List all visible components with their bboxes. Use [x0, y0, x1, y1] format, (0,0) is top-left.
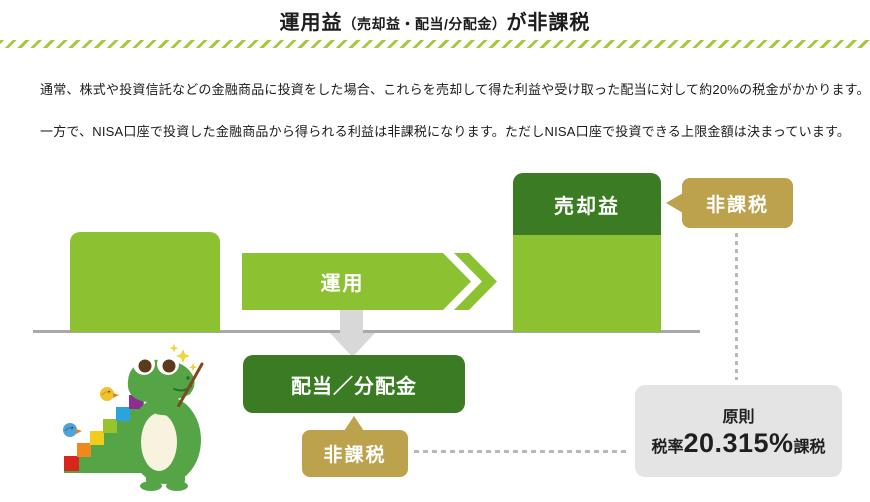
- yellow-bird-icon: [100, 387, 119, 401]
- badge-tail-up: [344, 416, 364, 431]
- paragraph-nisa-explanation: 一方で、NISA口座で投資した金融商品から得られる利益は非課税になります。ただし…: [40, 124, 851, 139]
- tax-note-line1: 原則: [722, 409, 755, 426]
- tax-free-badge-top: 非課税: [666, 178, 793, 228]
- dotted-connector-horizontal: [414, 450, 628, 453]
- mascot-body: [127, 353, 201, 491]
- tax-rate-value: 20.315%: [683, 428, 794, 458]
- tax-free-badge-bottom-label: 非課税: [323, 445, 387, 466]
- paragraph-tax-explanation: 通常、株式や投資信託などの金融商品に投資をした場合、これらを売却して得た利益や受…: [40, 82, 870, 97]
- flow-arrow-icon: [242, 253, 497, 310]
- mascot-illustration: [63, 344, 204, 491]
- title-prefix: 運用益: [279, 12, 343, 34]
- title-paren: （売却益・配当/分配金）: [342, 16, 507, 32]
- flow-arrow-label: 運用: [320, 273, 365, 295]
- title-suffix: が非課税: [506, 12, 591, 34]
- page-title: 運用益（売却益・配当/分配金）が非課税: [0, 6, 870, 35]
- capital-gain-label: 売却益: [554, 195, 620, 218]
- pointer-stick: [172, 362, 204, 416]
- tax-note-suffix: 課税: [793, 439, 826, 456]
- dividend-block: 配当／分配金: [243, 355, 465, 413]
- dividend-label: 配当／分配金: [291, 375, 417, 398]
- tax-free-badge-top-label: 非課税: [705, 194, 769, 216]
- dotted-connector-vertical: [735, 233, 738, 380]
- principal-block: [70, 232, 220, 332]
- tax-note-prefix: 税率: [651, 439, 684, 456]
- capital-gain-asset-block: [513, 235, 661, 332]
- capital-gain-block: 売却益: [513, 173, 661, 235]
- blue-bird-icon: [63, 423, 82, 437]
- tax-free-badge-bottom: 非課税: [302, 416, 408, 477]
- striped-divider: [0, 40, 870, 48]
- baseline-rule: [33, 330, 700, 333]
- sparkle-icon: [169, 344, 198, 372]
- down-arrow-icon: [330, 310, 375, 357]
- badge-tail-left: [666, 193, 683, 213]
- mascot-arm: [156, 402, 181, 416]
